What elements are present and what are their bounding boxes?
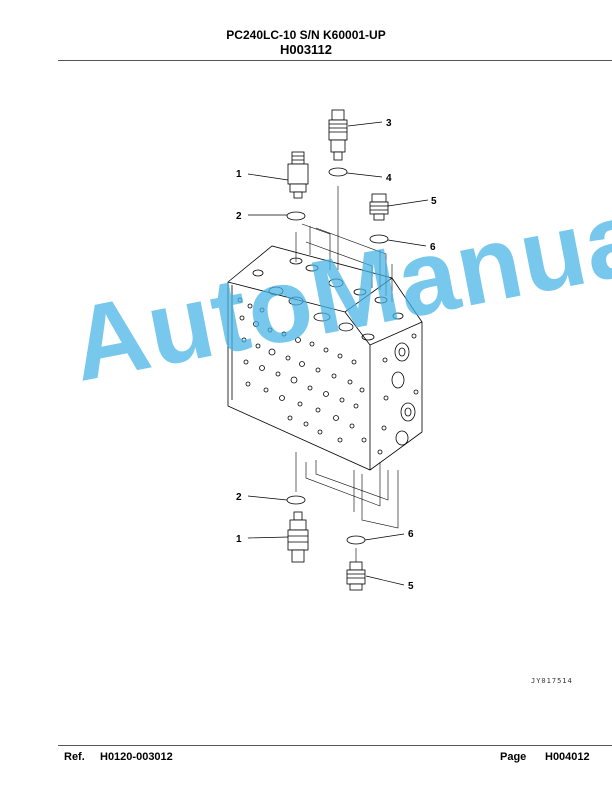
callout-2-lower: 2: [236, 492, 242, 503]
part-code: H003112: [279, 42, 333, 57]
callout-6-lower: 6: [408, 529, 414, 540]
control-valve-block: [227, 245, 423, 471]
plug-part-5-lower: [346, 561, 366, 591]
lower-guide-lines: [295, 452, 399, 562]
callout-3: 3: [386, 118, 392, 129]
plug-part-5-upper: [369, 193, 389, 221]
page-title: PC240LC-10 S/N K60001-UP: [226, 28, 386, 42]
o-ring-part-2-lower: [286, 495, 306, 505]
relief-valve-part-3: [328, 109, 348, 161]
o-ring-part-6-lower: [346, 535, 366, 545]
callout-5-lower: 5: [408, 581, 414, 592]
leader-lines: [247, 121, 429, 586]
o-ring-part-6-upper: [369, 234, 389, 244]
callout-2-upper: 2: [236, 211, 242, 222]
callout-4: 4: [386, 173, 392, 184]
callout-5-upper: 5: [431, 196, 437, 207]
ref-value: H0120-003012: [100, 751, 173, 763]
ref-label: Ref.: [64, 751, 85, 763]
relief-valve-part-1-lower: [287, 511, 309, 563]
header-divider: [58, 60, 612, 61]
callout-6-upper: 6: [430, 242, 436, 253]
o-ring-part-2-upper: [286, 211, 306, 221]
callout-1-lower: 1: [236, 534, 242, 545]
page-label: Page: [500, 751, 527, 763]
upper-guide-lines: [295, 186, 393, 302]
callout-1-upper: 1: [236, 169, 242, 180]
page-value: H004012: [545, 751, 590, 763]
drawing-code: JY017514: [531, 677, 573, 685]
o-ring-part-4: [328, 167, 348, 177]
relief-valve-part-1-upper: [287, 151, 309, 199]
footer-divider: [58, 745, 612, 746]
